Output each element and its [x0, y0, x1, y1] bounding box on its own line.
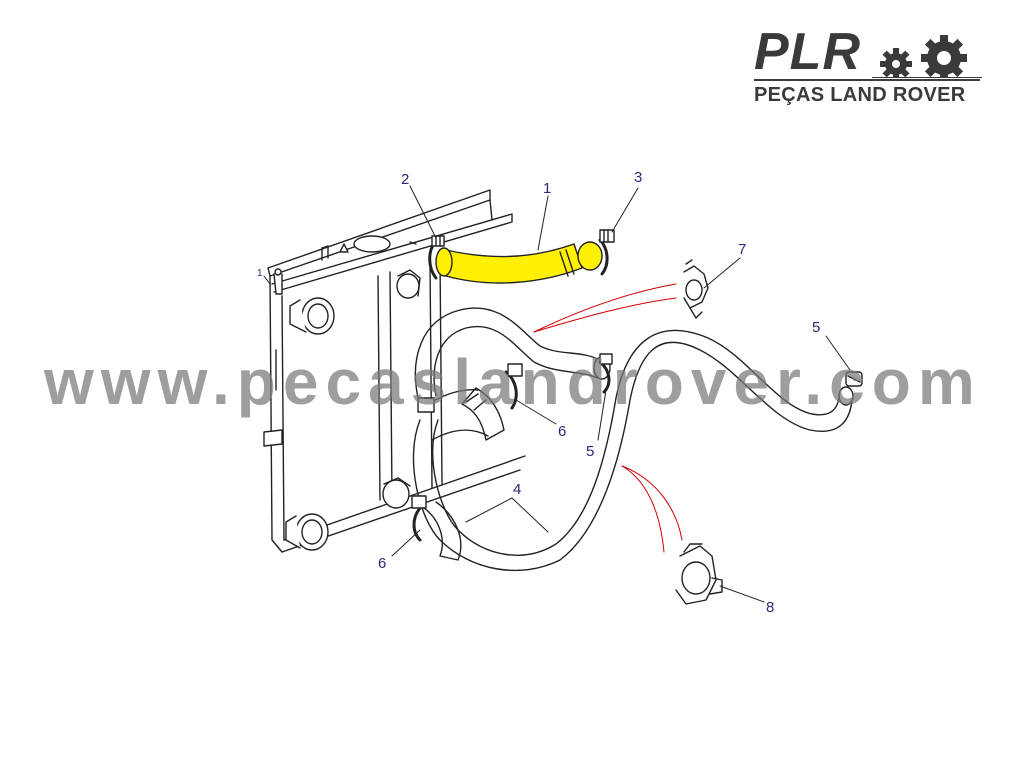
hose-clamp-3	[598, 229, 615, 276]
top-hose-highlighted	[435, 241, 603, 284]
callout-2: 2	[401, 171, 409, 188]
callout-3: 3	[634, 169, 642, 186]
radiator	[263, 189, 526, 553]
logo-brand: PLR	[754, 23, 861, 81]
callout-8: 8	[766, 599, 774, 616]
callout-small-1: 1	[257, 268, 263, 279]
logo-subtitle: PEÇAS LAND ROVER	[754, 84, 966, 106]
hose-clamp-6-lower	[411, 495, 462, 561]
hose-clamp-6-upper	[504, 363, 523, 410]
elbow-hose	[417, 387, 505, 441]
hose-clamp-5-right	[845, 371, 863, 387]
callout-7: 7	[738, 241, 746, 258]
heater-hose-upper	[414, 307, 611, 399]
callout-1: 1	[543, 180, 551, 197]
hose-clamp-2	[428, 235, 445, 280]
callout-6-upper: 6	[558, 423, 566, 440]
callout-5-middle: 5	[586, 443, 594, 460]
logo-divider	[754, 79, 980, 81]
heater-hose-4	[412, 329, 854, 572]
red-leader-lines	[533, 283, 683, 553]
callout-6-lower: 6	[378, 555, 386, 572]
callout-4: 4	[513, 481, 521, 498]
callout-5-right: 5	[812, 319, 820, 336]
hose-clip-7	[683, 259, 709, 319]
plr-logo: PLR	[752, 26, 984, 110]
gears-icon	[872, 35, 982, 78]
hose-clip-8	[675, 543, 723, 605]
callout-leaders	[263, 185, 851, 603]
